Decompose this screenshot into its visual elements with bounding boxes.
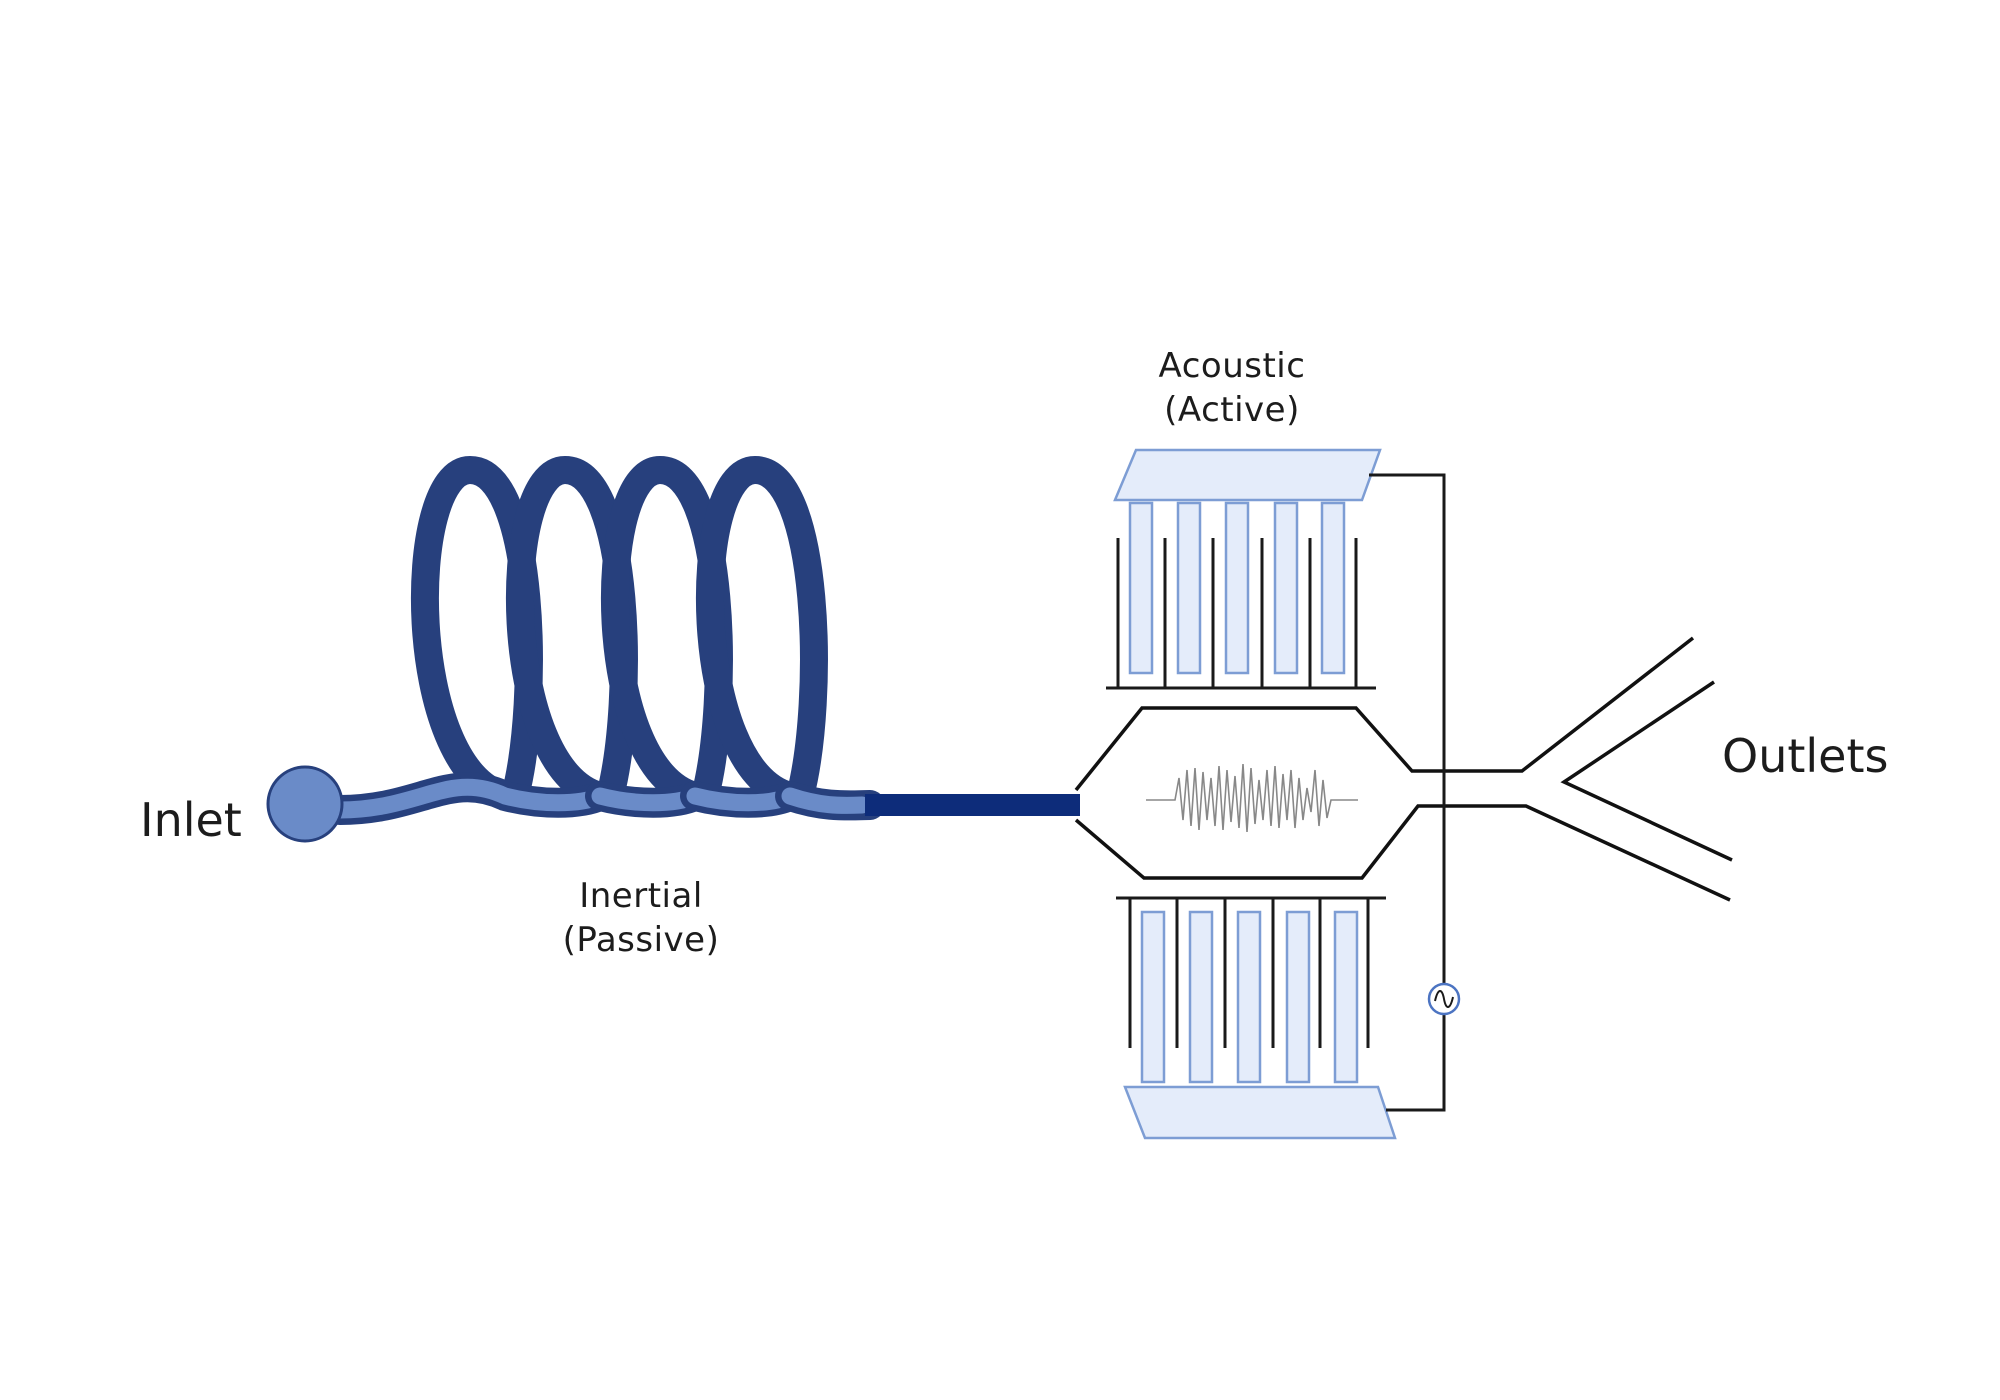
separation-chamber <box>1074 636 1695 792</box>
inertial-label: Inertial <box>579 876 703 916</box>
straight-channel <box>865 794 1080 816</box>
passive-label: (Passive) <box>563 920 720 960</box>
inertial-spiral-channel <box>266 455 885 843</box>
inlet-label: Inlet <box>140 793 242 847</box>
bottom-busbar <box>1123 1085 1397 1140</box>
outlet-branches <box>1560 680 1733 862</box>
spiral-coil-front <box>325 772 885 825</box>
top-busbar <box>1113 448 1382 502</box>
bottom-idt-electrode <box>1116 896 1397 1140</box>
inlet-port <box>266 765 344 843</box>
active-label: (Active) <box>1164 390 1300 430</box>
top-idt-electrode <box>1106 448 1382 690</box>
acoustic-wave-icon <box>1146 763 1358 833</box>
electrical-wiring <box>1369 473 1446 1112</box>
outlets-label: Outlets <box>1722 729 1888 783</box>
ac-source-icon <box>1427 982 1461 1016</box>
acoustic-section <box>1074 448 1733 1140</box>
spiral-coil-back <box>410 455 828 810</box>
acoustic-label: Acoustic <box>1159 346 1306 386</box>
